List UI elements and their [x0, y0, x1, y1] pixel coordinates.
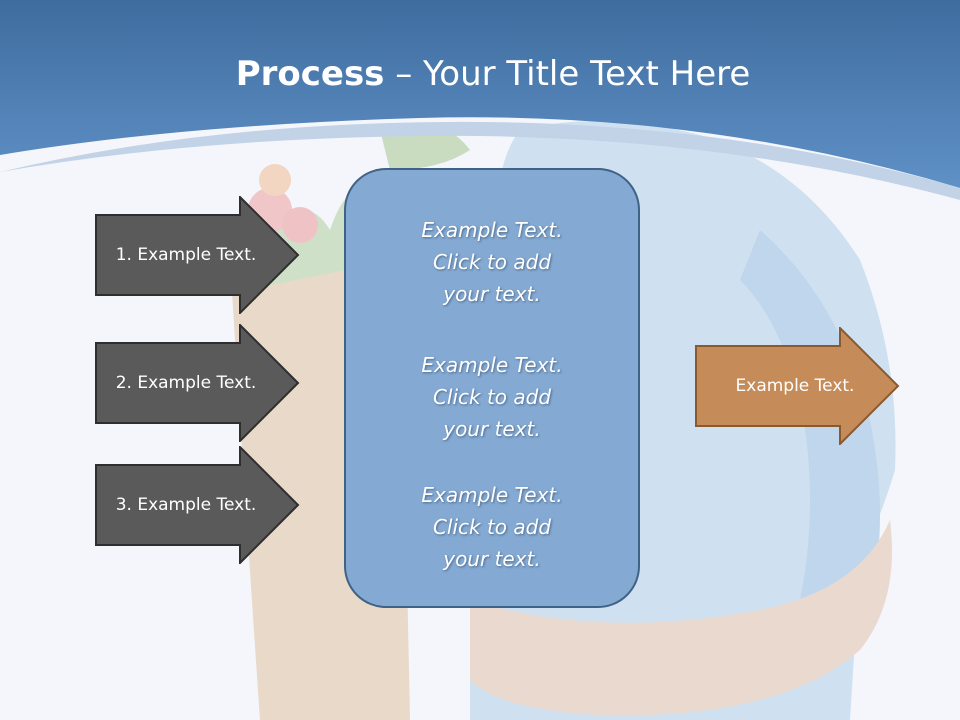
title-bold: Process	[235, 54, 385, 94]
input-label: 2. Example Text.	[115, 373, 257, 393]
slide-title: Process – Your Title Text Here	[0, 52, 960, 96]
process-text-2[interactable]: Example Text. Click to add your text.	[421, 353, 563, 441]
input-arrow-2[interactable]: 2. Example Text.	[95, 324, 300, 442]
process-text-3[interactable]: Example Text. Click to add your text.	[421, 483, 563, 571]
title-rest: – Your Title Text Here	[384, 54, 751, 94]
output-arrow[interactable]: Example Text.	[695, 327, 900, 445]
arrow-right-icon	[695, 327, 900, 445]
input-arrow-1[interactable]: 1. Example Text.	[95, 196, 300, 314]
output-label: Example Text.	[735, 376, 855, 396]
arrow-right-icon	[95, 324, 300, 442]
input-label: 1. Example Text.	[115, 245, 257, 265]
process-panel[interactable]: Example Text. Click to add your text. Ex…	[344, 168, 640, 608]
input-label: 3. Example Text.	[115, 495, 257, 515]
input-arrow-3[interactable]: 3. Example Text.	[95, 446, 300, 564]
arrow-right-icon	[95, 446, 300, 564]
process-text-1[interactable]: Example Text. Click to add your text.	[421, 218, 563, 306]
arrow-right-icon	[95, 196, 300, 314]
